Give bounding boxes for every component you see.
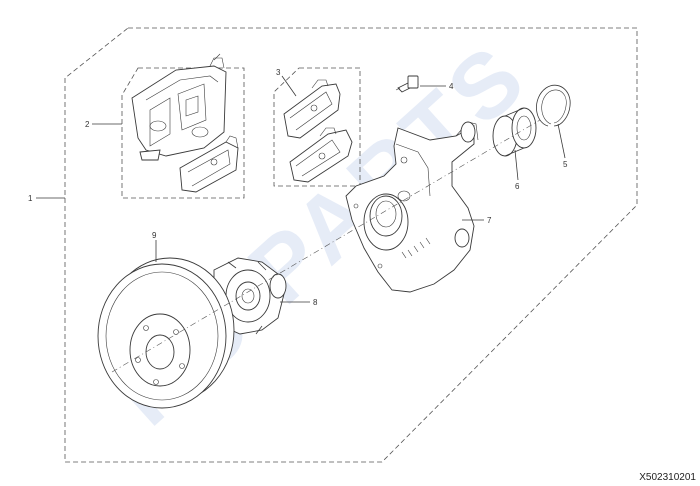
- brake-rotor: [97, 257, 235, 409]
- bolt: [395, 75, 419, 93]
- callout-7: 7: [487, 216, 492, 225]
- assembly-frame: [64, 27, 638, 463]
- callout-1: 1: [28, 194, 33, 203]
- diagram-code: X502310201: [639, 472, 696, 483]
- caliper-brake-pad: [179, 135, 239, 193]
- callout-3: 3: [276, 68, 281, 77]
- brake-pad-lower: [289, 127, 353, 183]
- snap-ring: [536, 84, 571, 127]
- callout-2: 2: [85, 120, 90, 129]
- callout-4: 4: [449, 82, 454, 91]
- pad-group-frame: [273, 67, 361, 187]
- callout-6: 6: [515, 182, 520, 191]
- brake-caliper: [131, 53, 227, 161]
- callout-9: 9: [152, 231, 157, 240]
- assembly-axis: [111, 119, 541, 373]
- caliper-group-frame: [121, 67, 245, 199]
- brake-pad-upper: [283, 79, 341, 139]
- callout-5: 5: [563, 160, 568, 169]
- wheel-bearing: [492, 107, 537, 157]
- leader-lines: [36, 75, 566, 303]
- callout-8: 8: [313, 298, 318, 307]
